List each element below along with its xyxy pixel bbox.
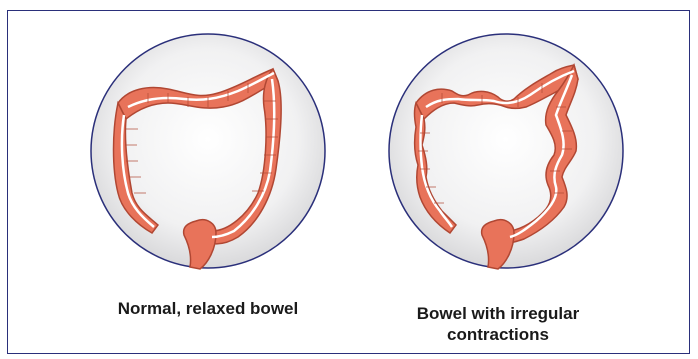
irregular-bowel-caption: Bowel with irregular contractions [378,303,618,345]
diagram-frame: Normal, relaxed bowel Bowel with irregul… [7,10,690,354]
normal-bowel-caption: Normal, relaxed bowel [78,298,338,319]
irregular-bowel-panel [386,11,626,281]
normal-bowel-panel [88,11,328,281]
normal-colon-illustration [88,11,328,281]
spasming-colon-illustration [386,11,626,281]
